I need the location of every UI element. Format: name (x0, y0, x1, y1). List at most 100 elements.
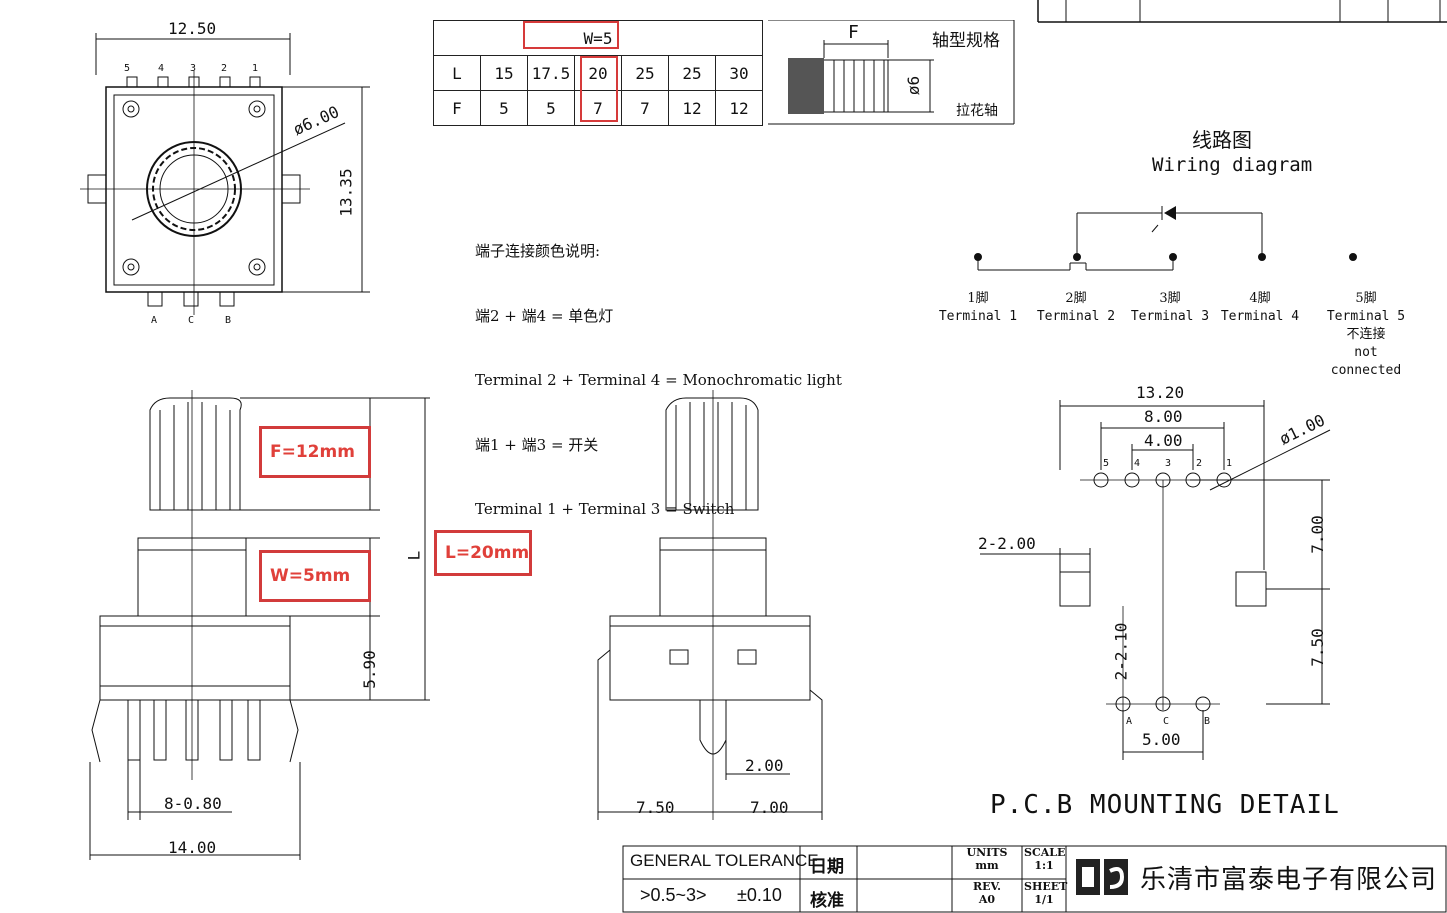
shaft-dim-dia: ø6 (904, 75, 924, 96)
pcb-pin-label: 3 (1165, 458, 1172, 469)
rev-value: A0 (978, 893, 996, 906)
selected-column-highlight (580, 56, 618, 122)
terminal-en: Terminal 3 (1130, 309, 1210, 324)
top-height-dim: 13.35 (336, 168, 356, 217)
shaft-spec: F 轴型规格 ø6 拉花轴 (768, 19, 1016, 126)
side-dim-l-letter: L (404, 550, 424, 561)
front-view-drawing (597, 390, 823, 820)
pcb-pin-label: C (1163, 716, 1170, 727)
side-view: 5.90 8-0.80 14.00 F W L (80, 390, 440, 870)
pcb-drawing (980, 400, 1331, 760)
title-block: GENERAL TOLERANCE >0.5~3> ±0.10 日期 核准 UN… (622, 845, 1447, 913)
side-dim-width: 14.00 (168, 838, 217, 857)
units-label: UNITS (966, 846, 1008, 859)
tolerance-range: >0.5~3> (640, 885, 707, 905)
pin-label: 1 (252, 63, 259, 74)
pcb-pin-label: 5 (1103, 458, 1110, 469)
terminal-2-label: 2脚 Terminal 2 (1036, 290, 1116, 326)
spec-cell: 5 (480, 90, 528, 126)
terminal-5-label: 5脚 Terminal 5 不连接 not connected (1316, 290, 1416, 380)
terminal-notes: 端子连接颜色说明: 端2 + 端4 = 单色灯 Terminal 2 + Ter… (475, 198, 842, 542)
wiring-title-cn: 线路图 (1192, 128, 1252, 152)
rev-label: REV. (973, 880, 1001, 893)
top-width-dim: 12.50 (168, 19, 217, 38)
tolerance-value: ±0.10 (737, 885, 782, 905)
note-line: Terminal 2 + Terminal 4 = Monochromatic … (475, 371, 842, 389)
top-view-drawing (80, 33, 370, 315)
sheet-value: 1/1 (1034, 893, 1054, 906)
spec-cell: 5 (527, 90, 575, 126)
sheet-label: SHEET (1024, 880, 1068, 893)
shaft-spec-title: 轴型规格 (932, 31, 1000, 51)
shaft-dim-f: F (848, 22, 859, 43)
units-cell: UNITS mm (957, 846, 1017, 872)
front-dim-750: 7.50 (636, 798, 675, 817)
terminal-en: Terminal 5 (1326, 309, 1406, 324)
terminal-en: Terminal 1 (938, 309, 1018, 324)
wiring-title-en: Wiring diagram (1152, 154, 1313, 176)
note-line: 端1 + 端3 = 开关 (475, 435, 599, 454)
w-header-highlight (523, 21, 619, 49)
terminal-3-label: 3脚 Terminal 3 (1130, 290, 1210, 326)
pin-label: 3 (190, 63, 197, 74)
top-view: 12.50 ø6.00 13.35 5 4 3 2 1 A C B (60, 15, 380, 335)
tolerance-label: GENERAL TOLERANCE (630, 851, 819, 870)
pin-label: A (151, 315, 158, 326)
spec-w-header-cell: W=5 (433, 20, 763, 56)
pcb-title: P.C.B MOUNTING DETAIL (990, 790, 1340, 820)
rev-cell: REV. A0 (957, 880, 1017, 906)
pcb-d750: 7.50 (1307, 628, 1327, 667)
sheet-cell: SHEET 1/1 (1024, 880, 1068, 906)
pcb-pin-label: A (1126, 716, 1133, 727)
scale-value: 1:1 (1034, 859, 1054, 872)
annotation-w: W=5mm (259, 550, 371, 602)
spec-cell: 25 (668, 55, 716, 91)
terminal-4-label: 4脚 Terminal 4 (1220, 290, 1300, 326)
terminal-cn: 3脚 (1159, 291, 1181, 306)
pcb-d2210: 2-2.10 (1111, 622, 1131, 681)
wiring-diagram: 线路图 Wiring diagram 1脚 Terminal 1 2脚 Term… (930, 120, 1440, 378)
pcb-d500: 5.00 (1142, 730, 1181, 749)
shaft-spec-drawing (768, 19, 1015, 125)
check-label: 核准 (810, 891, 844, 911)
annotation-l: L=20mm (434, 530, 532, 576)
pcb-pin-label: 1 (1226, 458, 1233, 469)
pcb-detail: 13.20 8.00 4.00 ø1.00 2-2.00 7.00 7.50 2… (960, 380, 1400, 780)
date-label: 日期 (810, 857, 844, 877)
front-dim-700: 7.00 (750, 798, 789, 817)
spec-row-label: L (433, 55, 481, 91)
pcb-d800: 8.00 (1144, 407, 1183, 426)
frame-fragment (1037, 0, 1447, 23)
spec-cell: 17.5 (527, 55, 575, 91)
spec-table: W=5 L 15 17.5 20 25 25 30 F 5 5 7 7 12 1… (433, 20, 763, 126)
terminal-cn: 4脚 (1249, 291, 1271, 306)
terminal-1-label: 1脚 Terminal 1 (938, 290, 1018, 326)
terminal-en: Terminal 2 (1036, 309, 1116, 324)
pcb-d1320: 13.20 (1136, 383, 1185, 402)
note-line: 端子连接颜色说明: (475, 242, 601, 260)
spec-cell: 7 (621, 90, 669, 126)
annotation-f: F=12mm (259, 426, 371, 478)
pcb-d400: 4.00 (1144, 431, 1183, 450)
pcb-d700: 7.00 (1307, 515, 1327, 554)
pin-label: 4 (158, 63, 165, 74)
side-view-drawing (89, 390, 430, 860)
spec-cell: 12 (668, 90, 716, 126)
spec-cell: 30 (715, 55, 763, 91)
pcb-pin-label: 4 (1134, 458, 1141, 469)
wiring-schematic (974, 206, 1357, 271)
pin-label: 5 (124, 63, 131, 74)
side-dim-pins: 8-0.80 (164, 794, 222, 813)
pcb-pin-label: B (1204, 716, 1211, 727)
company-name: 乐清市富泰电子有限公司 (1140, 865, 1438, 895)
terminal-en-note: not connected (1330, 345, 1402, 378)
side-dim-590: 5.90 (359, 650, 379, 689)
terminal-cn: 2脚 (1065, 291, 1087, 306)
terminal-cn-note: 不连接 (1346, 327, 1386, 342)
terminal-cn: 1脚 (967, 291, 989, 306)
pin-label: B (225, 315, 232, 326)
units-value: mm (975, 859, 999, 872)
front-dim-200: 2.00 (745, 756, 784, 775)
pin-label: C (188, 315, 195, 326)
scale-label: SCALE (1024, 846, 1066, 859)
